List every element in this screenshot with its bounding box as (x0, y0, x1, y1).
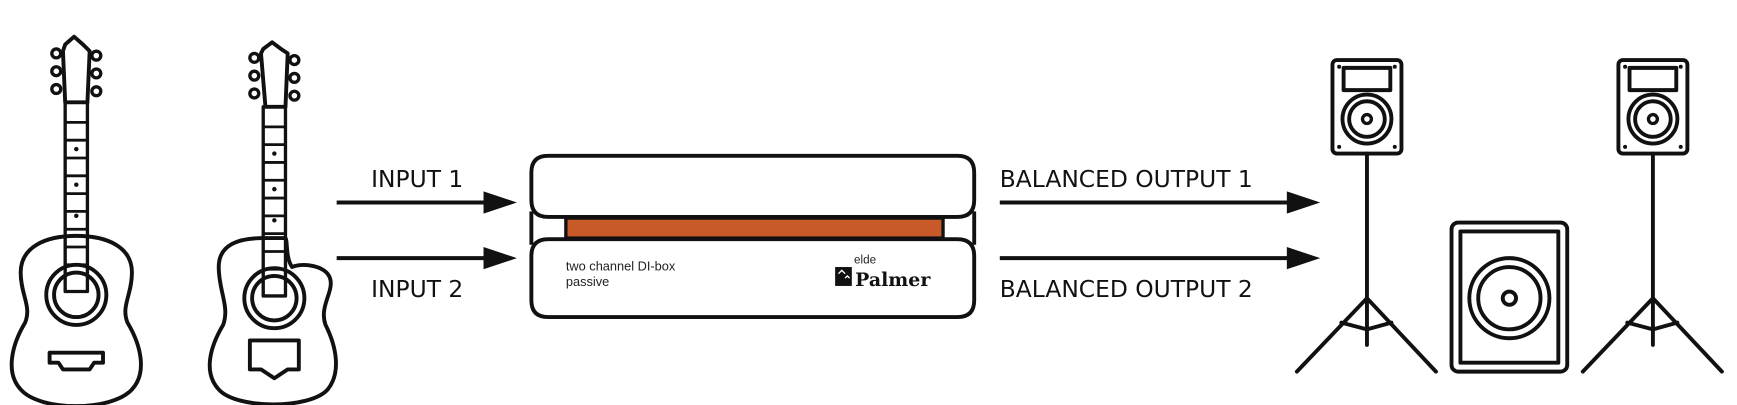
speaker-on-stand-icon (1294, 58, 1438, 374)
di-box-icon: two channel DI-box passive elde Palmer (529, 153, 977, 320)
input-1-arrow (336, 191, 517, 214)
device-type: passive (566, 274, 609, 289)
palm-logo-icon (835, 267, 852, 286)
speaker-on-stand-icon (1580, 58, 1724, 374)
input-2-label: INPUT 2 (371, 275, 463, 303)
subwoofer-icon (1449, 220, 1570, 374)
output-2-label: BALANCED OUTPUT 2 (1000, 275, 1253, 303)
output-1-arrow (999, 191, 1321, 214)
acoustic-guitar-icon (9, 34, 143, 405)
output-1-label: BALANCED OUTPUT 1 (1000, 165, 1253, 193)
accent-strip (564, 216, 945, 240)
brand-name: Palmer (855, 269, 931, 291)
device-description: two channel DI-box (566, 258, 676, 273)
cutaway-guitar-icon (207, 40, 338, 405)
input-2-arrow (336, 247, 517, 270)
brand-prefix: elde (854, 254, 876, 267)
input-1-label: INPUT 1 (371, 165, 463, 193)
output-2-arrow (999, 247, 1321, 270)
